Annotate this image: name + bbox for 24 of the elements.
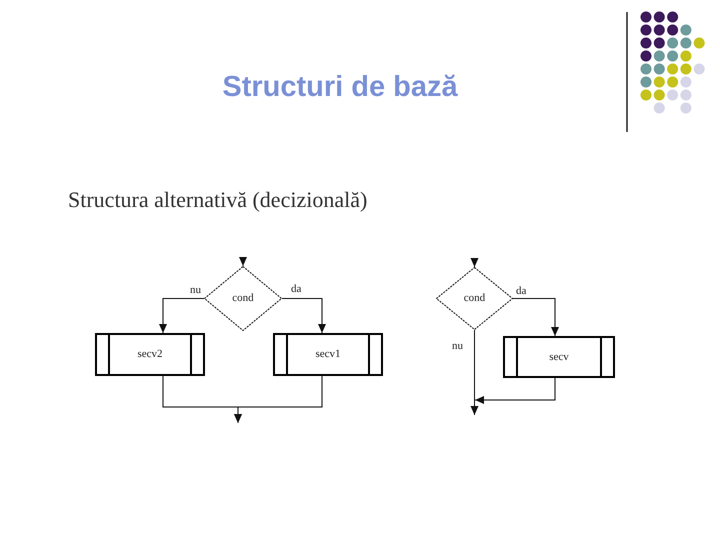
edge-label: da xyxy=(516,286,526,297)
process-box xyxy=(273,333,383,376)
process-box xyxy=(503,336,615,378)
node-text: secv2 xyxy=(137,349,163,360)
arrow xyxy=(159,298,204,334)
node-text: cond xyxy=(232,293,254,304)
arrow xyxy=(282,298,326,334)
arrow xyxy=(234,376,322,424)
process-box xyxy=(95,333,205,376)
edge-label: nu xyxy=(452,341,463,352)
node-text: secv1 xyxy=(315,349,341,360)
arrow xyxy=(470,258,478,268)
decision-diamond xyxy=(204,266,282,331)
subtitle: Structura alternativă (decizională) xyxy=(68,186,368,214)
edge-label: da xyxy=(291,284,302,295)
node-text: cond xyxy=(464,293,486,304)
arrow xyxy=(512,298,559,336)
node-text: secv xyxy=(549,352,569,362)
decision-diamond xyxy=(436,267,513,330)
arrow xyxy=(239,257,247,266)
edge-label: nu xyxy=(190,285,201,296)
arrow xyxy=(470,330,478,416)
title: Structuri de bază xyxy=(221,70,459,105)
arrow xyxy=(474,378,556,404)
